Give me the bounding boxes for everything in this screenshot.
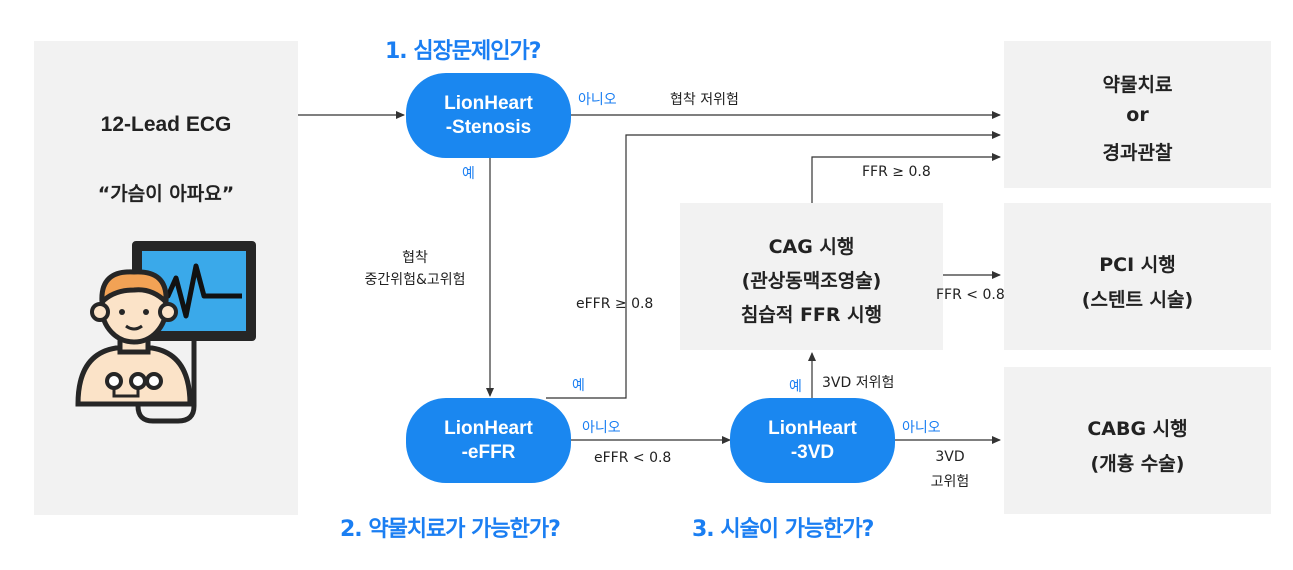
- label-effr-ge: eFFR ≥ 0.8: [576, 296, 654, 312]
- label-3vd-high-2: 고위험: [930, 474, 970, 490]
- label-effr-lt: eFFR < 0.8: [594, 450, 672, 466]
- outcome-medication-line1: 약물치료: [1102, 74, 1173, 96]
- cag-line2: (관상동맥조영술): [741, 270, 882, 292]
- outcome-cabg-box: [1004, 367, 1271, 514]
- label-no-3vd: 아니오: [902, 420, 941, 436]
- node-stenosis-line2: -Stenosis: [445, 116, 532, 138]
- node-3vd-line1: LionHeart: [768, 417, 857, 439]
- input-ecg-title: 12-Lead ECG: [100, 113, 232, 136]
- node-lionheart-effr: LionHeart -eFFR: [406, 398, 571, 483]
- label-3vd-low-risk: 3VD 저위험: [822, 375, 895, 391]
- cag-line1: CAG 시행: [768, 236, 855, 258]
- label-stenosis-mid-high-1: 협착: [402, 250, 428, 266]
- label-ffr-lt: FFR < 0.8: [936, 287, 1005, 303]
- outcome-cabg-line1: CABG 시행: [1087, 418, 1188, 440]
- heading-step3: 3. 시술이 가능한가?: [692, 517, 874, 542]
- outcome-cabg-line2: (개흉 수술): [1090, 453, 1185, 475]
- input-symptom: “가슴이 아파요”: [97, 183, 235, 205]
- heading-step1: 1. 심장문제인가?: [385, 39, 542, 64]
- outcome-pci-line2: (스텐트 시술): [1081, 289, 1194, 311]
- outcome-pci-box: [1004, 203, 1271, 350]
- label-yes-3vd: 예: [789, 379, 802, 395]
- node-effr-line2: -eFFR: [461, 441, 516, 463]
- outcome-medication-line3: 경과관찰: [1102, 142, 1173, 164]
- label-yes-stenosis: 예: [462, 166, 475, 182]
- label-low-risk-stenosis: 협착 저위험: [670, 92, 739, 108]
- outcome-medication-line2: or: [1126, 104, 1149, 126]
- node-stenosis-line1: LionHeart: [444, 92, 533, 114]
- node-lionheart-3vd: LionHeart -3VD: [730, 398, 895, 483]
- node-effr-line1: LionHeart: [444, 417, 533, 439]
- label-3vd-high-1: 3VD: [935, 449, 965, 465]
- cag-line3: 침습적 FFR 시행: [740, 304, 883, 326]
- node-lionheart-stenosis: LionHeart -Stenosis: [406, 73, 571, 158]
- node-3vd-line2: -3VD: [790, 441, 835, 463]
- label-yes-effr: 예: [572, 378, 585, 394]
- label-stenosis-mid-high-2: 중간위험&고위험: [364, 272, 466, 288]
- label-no-effr: 아니오: [582, 420, 621, 436]
- cag-box: [680, 203, 943, 350]
- outcome-medication-box: [1004, 41, 1271, 188]
- heading-step2: 2. 약물치료가 가능한가?: [340, 517, 561, 542]
- label-no-stenosis: 아니오: [578, 92, 617, 108]
- arrow-effr-to-medication: [546, 131, 1001, 399]
- label-ffr-ge: FFR ≥ 0.8: [862, 164, 931, 180]
- patient-ecg-monitor-icon: [75, 241, 256, 424]
- arrow-cag-to-medication: [811, 153, 1001, 203]
- outcome-pci-line1: PCI 시행: [1099, 254, 1176, 276]
